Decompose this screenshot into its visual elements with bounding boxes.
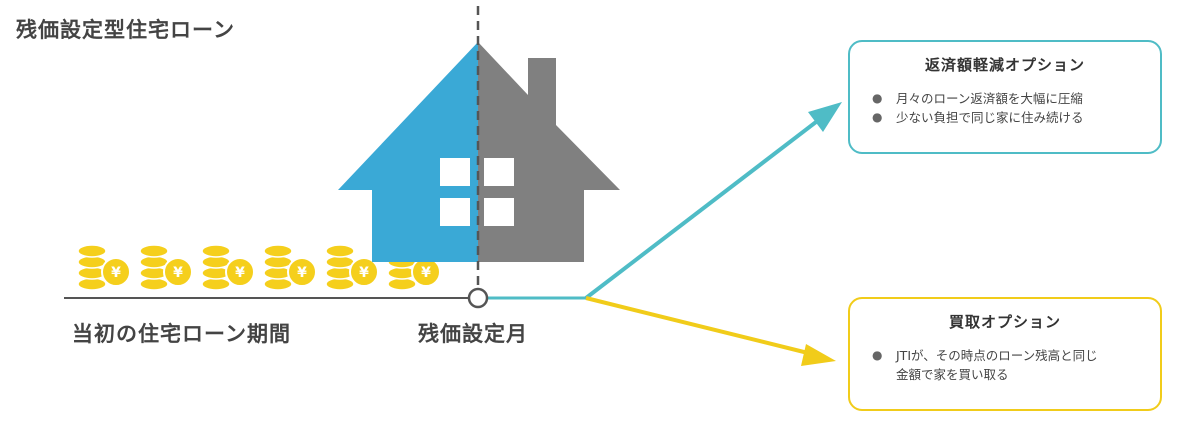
yen-coin-icon (101, 257, 131, 287)
bullet-icon: ● (872, 91, 883, 105)
house-icon (338, 42, 620, 262)
yen-symbol: ¥ (235, 265, 245, 281)
yen-coin-icon (349, 257, 379, 287)
option-list: ●JTIが、その時点のローン残高と同じ 金額で家を買い取る (850, 346, 1160, 384)
list-item: ●JTIが、その時点のローン残高と同じ (872, 348, 1098, 363)
yen-symbol: ¥ (173, 265, 183, 281)
coin (387, 277, 417, 291)
yen-symbol: ¥ (111, 265, 121, 281)
option-title: 買取オプション (948, 313, 1061, 331)
coin (263, 255, 293, 269)
house-window (484, 158, 514, 186)
coin-stacks: ¥ ¥ ¥ ¥ ¥ ¥ (77, 233, 441, 291)
yen-symbol: ¥ (359, 265, 369, 281)
yen-coin-icon (225, 257, 255, 287)
payment-reduction-option-box: 返済額軽減オプション ●月々のローン返済額を大幅に圧縮 ●少ない負担で同じ家に住… (848, 40, 1162, 154)
coin (139, 244, 169, 258)
yen-coin-icon (163, 257, 193, 287)
arrow-head-teal (808, 102, 842, 132)
coin (139, 255, 169, 269)
coin (77, 277, 107, 291)
coin (201, 244, 231, 258)
residual-value-month-label: 残価設定月 (418, 322, 528, 346)
house-right-half (478, 42, 620, 262)
coin (263, 277, 293, 291)
coin (77, 244, 107, 258)
option-list: ●月々のローン返済額を大幅に圧縮 ●少ない負担で同じ家に住み続ける (850, 89, 1160, 127)
list-item: ●少ない負担で同じ家に住み続ける (872, 110, 1084, 125)
coin (325, 277, 355, 291)
bullet-icon: ● (872, 110, 883, 124)
yen-coin-icon (287, 257, 317, 287)
buyback-option-box: 買取オプション ●JTIが、その時点のローン残高と同じ 金額で家を買い取る (848, 297, 1162, 411)
yen-symbol: ¥ (421, 265, 431, 281)
page-title: 残価設定型住宅ローン (16, 18, 235, 42)
list-item: ●月々のローン返済額を大幅に圧縮 (872, 91, 1083, 106)
arrow-to-buyback-option (585, 296, 813, 356)
option-title: 返済額軽減オプション (924, 56, 1085, 74)
yen-symbol: ¥ (297, 265, 307, 281)
house-window (484, 198, 514, 226)
coin (77, 255, 107, 269)
coin (325, 244, 355, 258)
settlement-point (467, 287, 489, 309)
house-left-half (338, 42, 478, 262)
bullet-icon: ● (872, 348, 883, 362)
house-window (440, 158, 470, 186)
list-item: 金額で家を買い取る (896, 367, 1009, 382)
coin (201, 277, 231, 291)
house-window (440, 198, 470, 226)
coin (201, 255, 231, 269)
arrow-to-reduction-option (584, 120, 818, 300)
coin (139, 277, 169, 291)
initial-loan-period-label: 当初の住宅ローン期間 (72, 322, 291, 346)
arrow-head-yellow (801, 344, 836, 366)
coin (325, 255, 355, 269)
coin (263, 244, 293, 258)
